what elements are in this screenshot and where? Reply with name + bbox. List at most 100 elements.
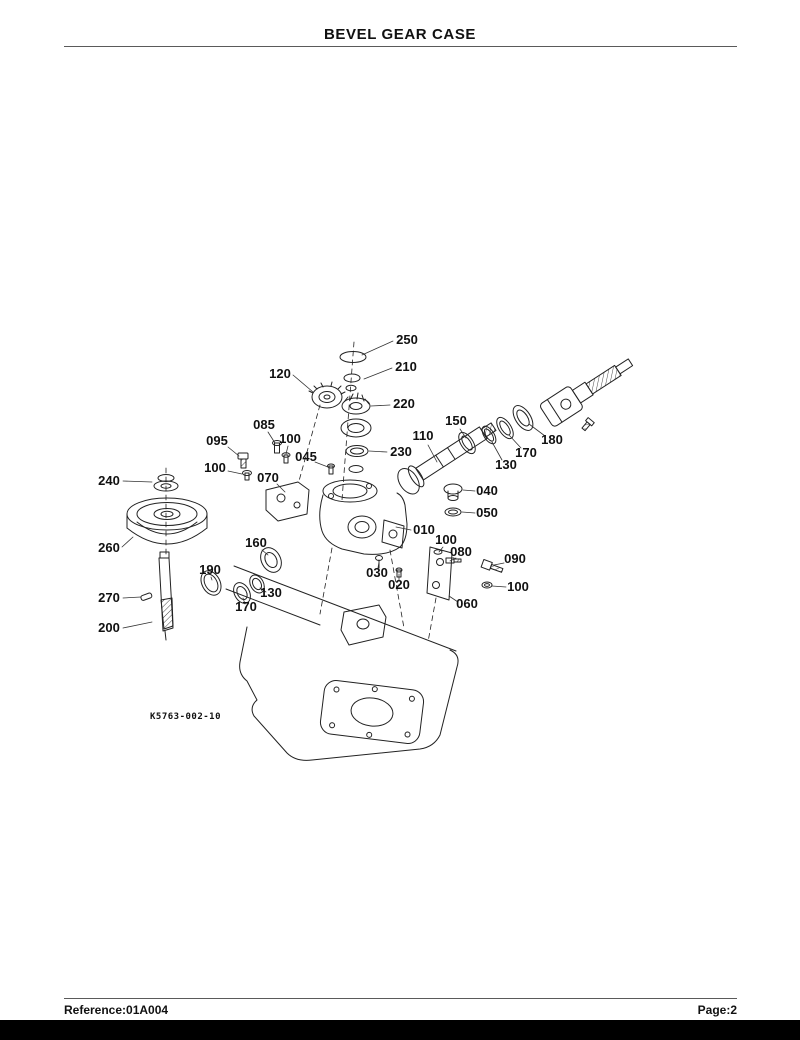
washer-050 — [444, 507, 462, 517]
callout-label: 130 — [495, 457, 517, 472]
callout-leader — [314, 461, 329, 468]
callout-label: 120 — [269, 366, 291, 381]
callout-label: 010 — [413, 522, 435, 537]
pulley-260 — [126, 497, 208, 545]
gear-case-010 — [319, 479, 408, 555]
gear-120 — [308, 381, 346, 409]
callout-leader — [368, 450, 388, 453]
callout-leader — [395, 526, 412, 531]
callout-label: 160 — [245, 535, 267, 550]
callout-label: 100 — [204, 460, 226, 475]
callout-label: 090 — [504, 551, 526, 566]
callout-label: 100 — [507, 579, 529, 594]
callout-leader — [528, 423, 546, 437]
washer-230 — [345, 445, 369, 457]
bolt-080 — [445, 557, 462, 564]
callout-label: 240 — [98, 473, 120, 488]
callout-label: 040 — [476, 483, 498, 498]
callout-leader — [508, 434, 522, 449]
fasteners-right — [433, 549, 504, 589]
callout-leader — [122, 621, 153, 629]
callout-leader — [459, 428, 467, 439]
bolt-small — [581, 417, 595, 432]
callout-leader — [227, 446, 240, 457]
callout-leader — [292, 374, 314, 393]
callout-label: 150 — [445, 413, 467, 428]
callout-label: 110 — [413, 428, 434, 443]
shaft-seals-left — [200, 547, 282, 604]
page-title: BEVEL GEAR CASE — [323, 26, 477, 43]
callout-leader — [242, 597, 246, 605]
pto-shaft-assembly — [539, 358, 634, 432]
callout-label: 060 — [456, 596, 478, 611]
shaft-200 — [158, 551, 174, 641]
callout-label: 085 — [253, 417, 275, 432]
washer-100-left — [242, 470, 252, 481]
callout-label: 170 — [235, 599, 257, 614]
snap-ring-250 — [339, 351, 367, 363]
callout-label: 080 — [450, 544, 472, 559]
callout-label: 230 — [390, 444, 412, 459]
bolt-085 — [272, 440, 282, 454]
callout-leader — [121, 536, 134, 548]
callout-leader — [461, 511, 476, 514]
shaft-seals-right — [458, 405, 534, 455]
footer-page-number: Page:2 — [697, 1003, 737, 1017]
callout-leader — [210, 576, 213, 581]
fasteners-left — [237, 440, 335, 481]
callout-label: 030 — [366, 565, 388, 580]
pin-270 — [140, 592, 153, 601]
callout-label: 095 — [206, 433, 228, 448]
callout-leader — [370, 404, 391, 407]
header-rule — [64, 46, 737, 47]
footer-rule — [64, 998, 737, 999]
bolt-045 — [327, 463, 335, 475]
callout-label: 045 — [295, 449, 317, 464]
bracket-060 — [426, 546, 453, 601]
callout-leader — [438, 546, 444, 553]
callout-label: 260 — [98, 540, 120, 555]
callout-label: 190 — [199, 562, 221, 577]
callout-label: 170 — [515, 445, 537, 460]
callout-label: 100 — [279, 431, 301, 446]
washer-100-right-bottom — [481, 581, 493, 589]
callout-label: 210 — [395, 359, 417, 374]
callout-leader — [361, 340, 394, 356]
bearing-160 — [260, 547, 282, 573]
callout-leader — [267, 431, 276, 444]
callout-label: 130 — [260, 585, 282, 600]
callout-label: 100 — [435, 532, 457, 547]
bolt-095 — [237, 452, 249, 469]
seal-190 — [200, 570, 222, 596]
callout-label: 180 — [541, 432, 563, 447]
bracket-070 — [265, 481, 310, 522]
callout-leader — [377, 561, 380, 569]
callout-label: 070 — [257, 470, 279, 485]
callout-leader — [363, 367, 393, 380]
vertical-gear-stack — [308, 351, 372, 473]
callout-label: 200 — [98, 620, 120, 635]
callout-label: 050 — [476, 505, 498, 520]
callout-label: 250 — [396, 332, 418, 347]
housing-base — [225, 565, 459, 761]
callout-leader — [259, 587, 267, 593]
callout-leader — [427, 444, 438, 463]
mount-boss — [340, 604, 387, 646]
plug-040 — [443, 483, 463, 501]
construction-lines — [165, 341, 437, 643]
washer-100-right-top — [433, 549, 443, 555]
callout-leader — [227, 470, 243, 475]
bevel-gear-220 — [341, 392, 371, 415]
callout-leader — [462, 489, 476, 492]
gasket-plate — [319, 679, 425, 745]
callout-label: 220 — [393, 396, 415, 411]
callout-leader — [285, 445, 289, 455]
callout-leader — [261, 549, 269, 556]
callout-leader — [448, 595, 459, 603]
bearing-top — [340, 418, 372, 438]
footer-black-bar — [0, 1020, 800, 1040]
drawing-code: K5763-002-10 — [150, 712, 221, 722]
callout-leader — [491, 441, 503, 461]
